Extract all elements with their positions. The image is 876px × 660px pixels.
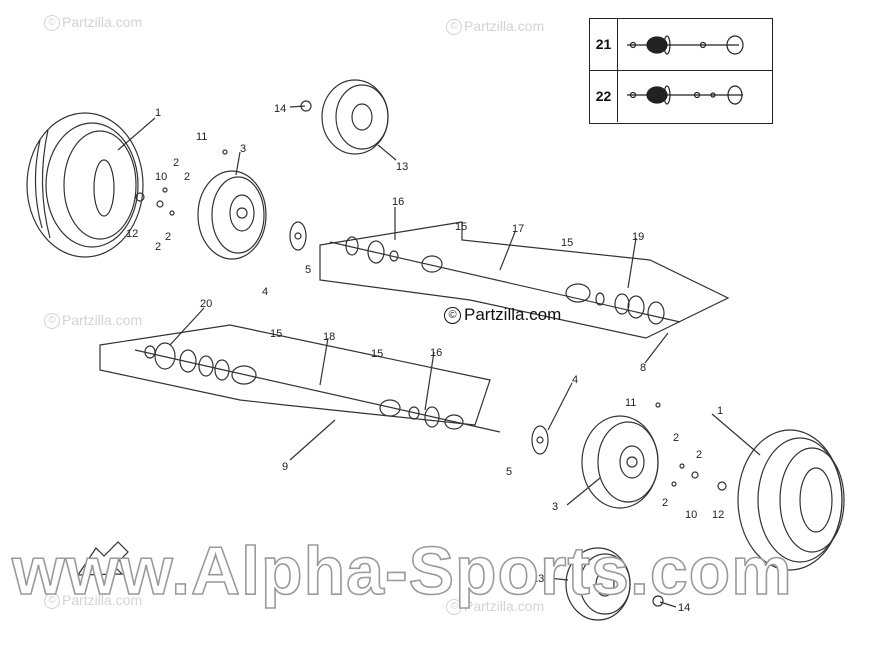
callout: 12 [712, 509, 724, 521]
partzilla-watermark: ©Partzilla.com [44, 312, 142, 330]
inset-part-drawing [627, 35, 744, 55]
callout: 11 [196, 131, 207, 143]
partzilla-watermark: ©Partzilla.com [446, 598, 544, 616]
callout: 9 [282, 461, 288, 473]
inset-parts-table: 21 22 [589, 18, 773, 124]
callout: 5 [506, 466, 512, 478]
callout: 10 [155, 171, 167, 183]
spare-rim-top [300, 79, 389, 155]
callout: 2 [165, 231, 171, 243]
direction-arrow [76, 541, 129, 576]
left-rim [197, 170, 267, 260]
right-rim [581, 415, 659, 509]
lower-frame-outline [99, 324, 491, 426]
callout: 1 [717, 405, 723, 417]
callout: 15 [561, 237, 573, 249]
callout: 2 [184, 171, 190, 183]
callout: 16 [392, 196, 404, 208]
callout: 15 [371, 348, 383, 360]
callout: 2 [155, 241, 161, 253]
partzilla-watermark: ©Partzilla.com [44, 14, 142, 32]
partzilla-watermark: ©Partzilla.com [446, 18, 544, 36]
left-tire [26, 112, 144, 258]
callout: 4 [572, 374, 578, 386]
partzilla-watermark: ©Partzilla.com [44, 592, 142, 610]
callout: 4 [262, 286, 268, 298]
callout: 10 [685, 509, 697, 521]
callout: 2 [696, 449, 702, 461]
spare-rim-bottom [565, 547, 664, 621]
inset-row: 22 [590, 71, 772, 122]
callout: 3 [552, 501, 558, 513]
callout: 1 [155, 107, 161, 119]
callout: 20 [200, 298, 212, 310]
partzilla-notice: ©Partzilla.com [444, 305, 561, 325]
callout: 14 [678, 602, 690, 614]
callout: 15 [270, 328, 282, 340]
callout: 3 [240, 143, 246, 155]
lower-shaft-parts [144, 342, 464, 430]
callout: 11 [625, 397, 636, 409]
right-tire [737, 429, 845, 571]
callout-labels: 1 1 2 2 2 2 2 2 2 3 3 4 4 5 5 8 9 10 10 … [126, 103, 724, 614]
inset-row-number: 21 [590, 19, 618, 70]
callout: 8 [640, 362, 646, 374]
right-hub [531, 425, 549, 455]
upper-shaft-line [329, 241, 681, 323]
callout: 18 [323, 331, 335, 343]
callout: 13 [532, 573, 544, 585]
callout: 2 [662, 497, 668, 509]
callout: 16 [430, 347, 442, 359]
inset-row-number: 22 [590, 71, 618, 122]
callout: 15 [455, 221, 467, 233]
callout: 19 [632, 231, 644, 243]
callout: 14 [274, 103, 286, 115]
callout: 2 [673, 432, 679, 444]
inset-part-drawing [627, 85, 743, 105]
alpha-sports-watermark: www.Alpha-Sports.com [11, 532, 793, 610]
upper-shaft-parts [345, 236, 665, 325]
callout: 2 [173, 157, 179, 169]
callout: 5 [305, 264, 311, 276]
callout: 17 [512, 223, 524, 235]
callout: 13 [396, 161, 408, 173]
left-hub [289, 221, 307, 251]
upper-frame-outline [319, 221, 730, 339]
inset-row: 21 [590, 19, 772, 71]
callout: 12 [126, 228, 138, 240]
